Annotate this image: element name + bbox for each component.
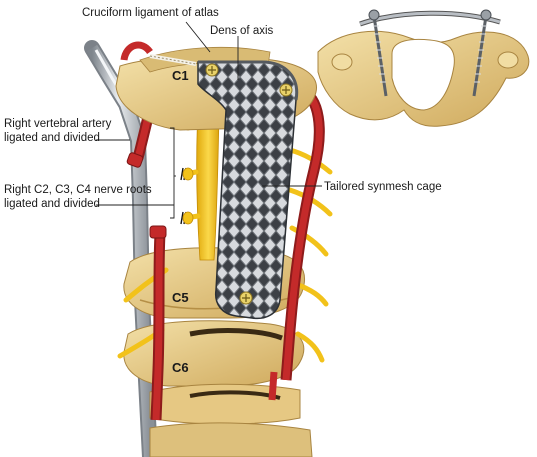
label-right-vertebral-artery-1: Right vertebral artery (4, 118, 112, 130)
inset-atlas-top-view (317, 9, 530, 127)
label-c6: C6 (172, 360, 189, 375)
label-dens-of-axis: Dens of axis (210, 25, 274, 37)
label-cruciform-ligament: Cruciform ligament of atlas (82, 7, 219, 19)
vertebra-c6 (123, 320, 313, 457)
root-bulbs (182, 117, 194, 225)
label-c1: C1 (172, 68, 189, 83)
label-nerve-roots-1: Right C2, C3, C4 nerve roots (4, 184, 152, 196)
label-c5: C5 (172, 290, 189, 305)
label-right-vertebral-artery-2: ligated and divided (4, 132, 100, 144)
label-synmesh-cage: Tailored synmesh cage (324, 181, 442, 193)
synmesh-cage (197, 60, 299, 320)
label-nerve-roots-2: ligated and divided (4, 198, 100, 210)
leader-lines (96, 21, 322, 219)
left-vertebral-artery (268, 84, 325, 401)
